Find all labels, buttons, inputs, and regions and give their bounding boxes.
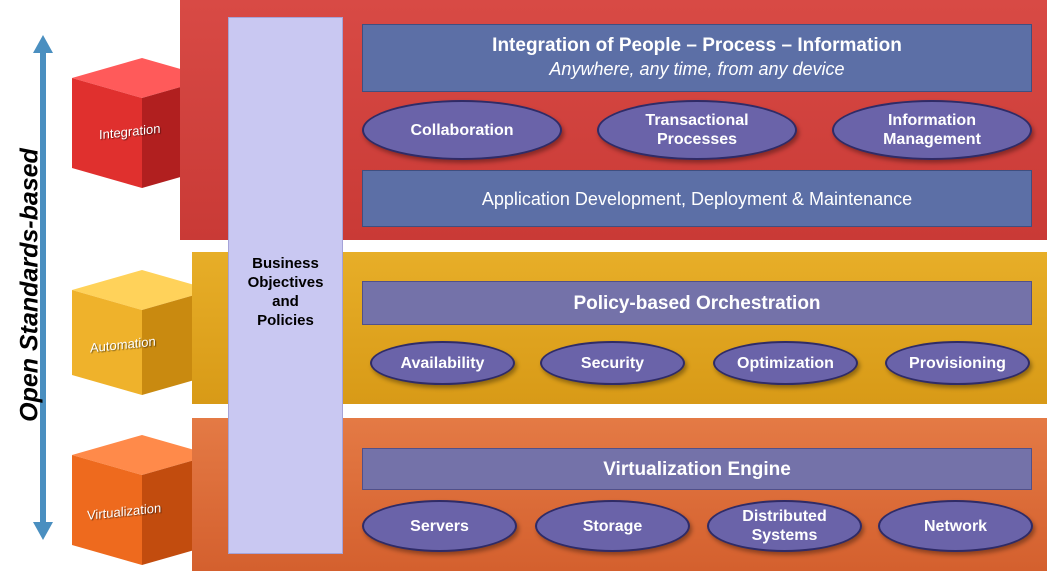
virtualization-cube: Virtualization [62, 420, 212, 570]
virtualization-engine-title: Virtualization Engine [603, 459, 791, 480]
business-objectives-column: Business Objectives and Policies [228, 17, 343, 554]
orchestration-title: Policy-based Orchestration [573, 293, 821, 314]
integration-subtitle: Anywhere, any time, from any device [549, 59, 845, 79]
virtualization-engine-bar: Virtualization Engine [362, 448, 1032, 490]
servers-ellipse: Servers [362, 500, 517, 552]
storage-ellipse: Storage [535, 500, 690, 552]
orchestration-bar: Policy-based Orchestration [362, 281, 1032, 325]
app-development-bar: Application Development, Deployment & Ma… [362, 170, 1032, 227]
collaboration-ellipse: Collaboration [362, 100, 562, 160]
double-arrow-icon [33, 35, 53, 540]
integration-title: Integration of People – Process – Inform… [492, 35, 902, 56]
provisioning-ellipse: Provisioning [885, 341, 1030, 385]
security-ellipse: Security [540, 341, 685, 385]
app-development-text: Application Development, Deployment & Ma… [481, 189, 913, 209]
side-label: Open Standards-based [15, 148, 44, 422]
business-objectives-text: Business Objectives and Policies [247, 255, 324, 329]
optimization-ellipse: Optimization [713, 341, 858, 385]
integration-title-bar: Integration of People – Process – Inform… [362, 24, 1032, 92]
automation-cube: Automation [62, 255, 212, 405]
availability-ellipse: Availability [370, 341, 515, 385]
network-ellipse: Network [878, 500, 1033, 552]
